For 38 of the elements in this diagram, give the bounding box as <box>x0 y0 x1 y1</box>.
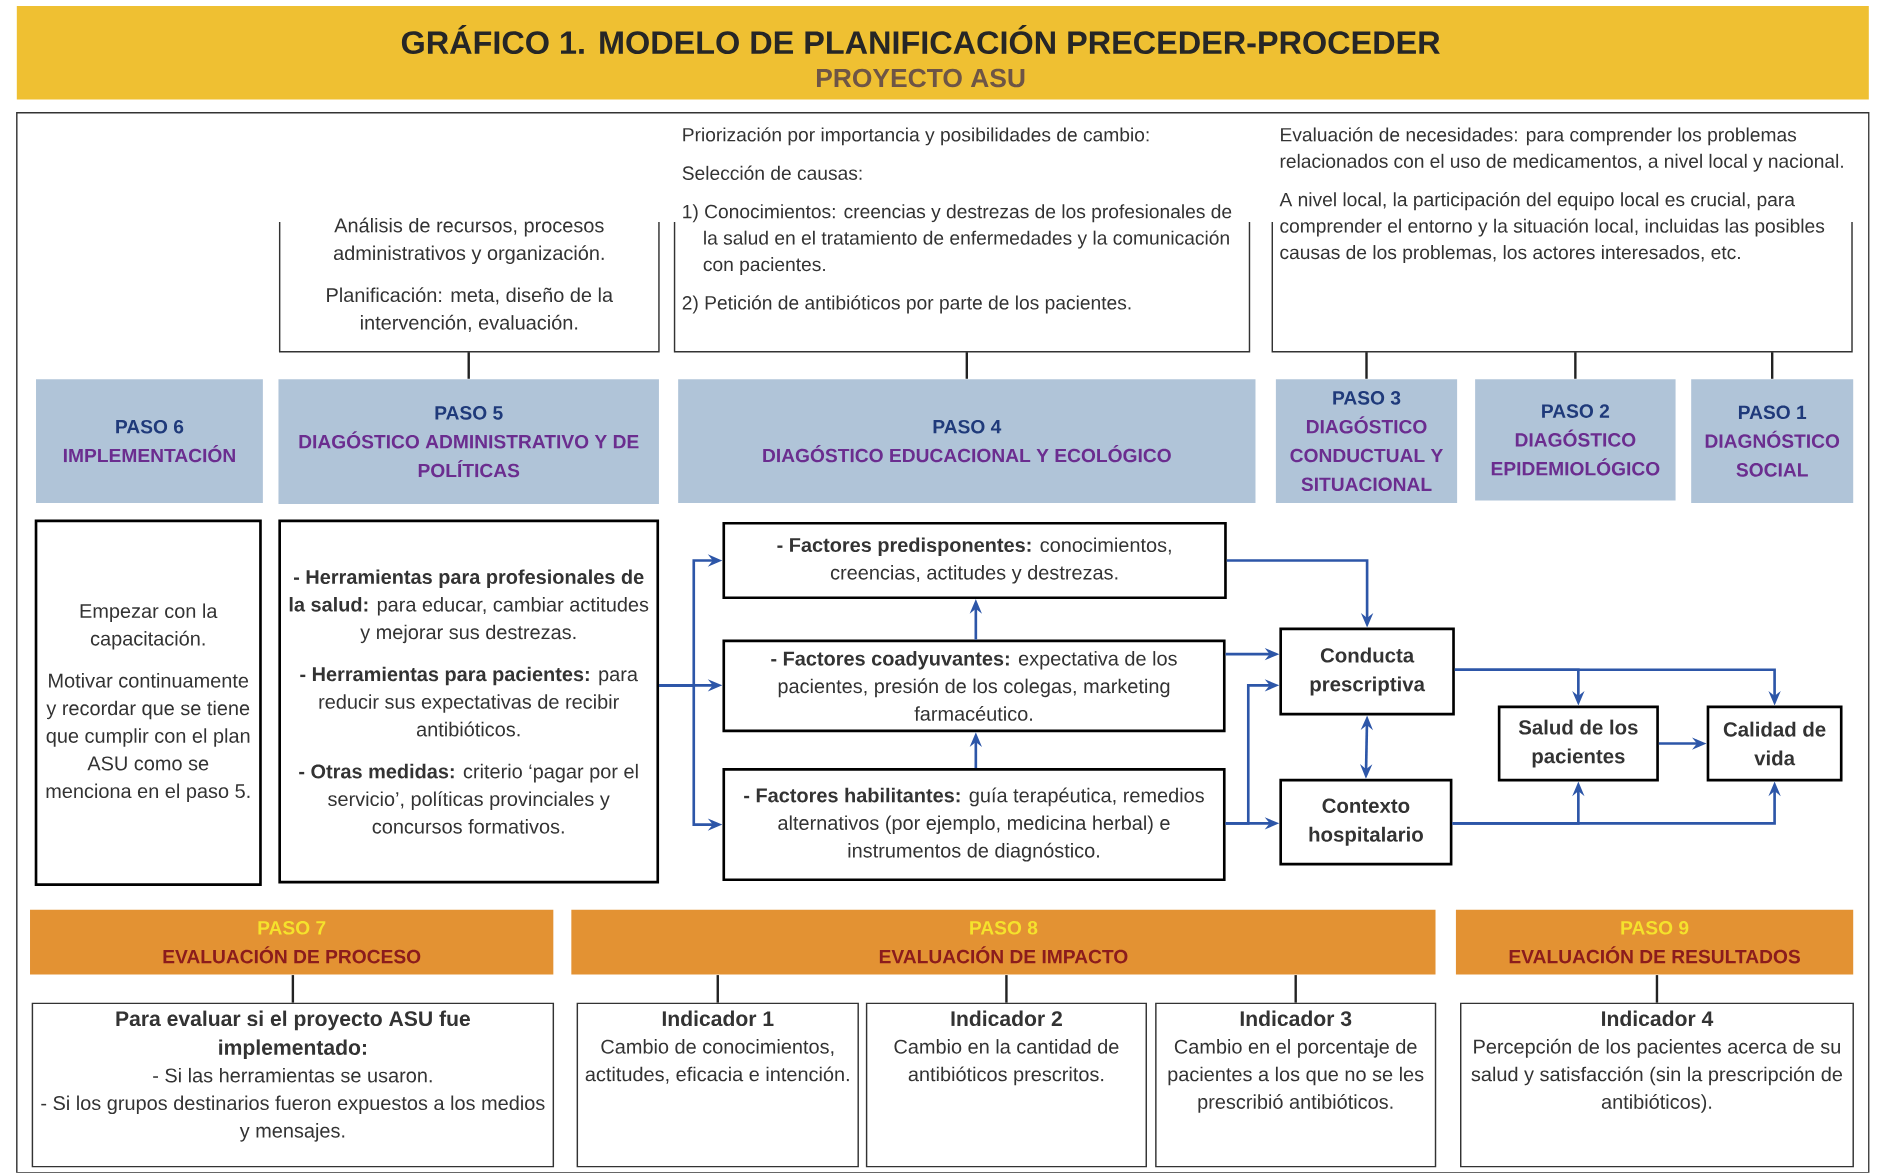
step-band: PASO 7 EVALUACIÓN DE PROCESO <box>30 909 554 975</box>
connector-line <box>1365 352 1368 379</box>
connector-line <box>1574 352 1577 379</box>
step-band: PASO 5 DIAGÓSTICO ADMINISTRATIVO Y DE POLÍTICAS <box>278 379 659 505</box>
step-band: PASO 9 EVALUACIÓN DE RESULTADOS <box>1455 909 1854 975</box>
connector-line <box>291 975 295 1003</box>
process-box: Contexto hospitalario <box>1279 779 1453 866</box>
step-band: PASO 4 DIAGÓSTICO EDUCACIONAL Y ECOLÓGICO <box>678 379 1256 504</box>
connector-line <box>1005 975 1008 1003</box>
indicator-box: Indicador 1 Cambio de conocimientos, actitudes, eficacia e intención. <box>576 1002 859 1168</box>
description-box: Análisis de recursos, procesos administrativos y organización. Planificación: meta, diseño de la intervención, evaluación. <box>278 217 660 353</box>
subtitle: PROYECTO ASU <box>817 68 1025 88</box>
connector-line <box>965 352 969 379</box>
process-box: Calidad de vida <box>1706 705 1843 782</box>
step-band: PASO 1 DIAGNÓSTICO SOCIAL <box>1691 379 1854 504</box>
step-band: PASO 6 IMPLEMENTACIÓN <box>36 379 263 504</box>
connector-line <box>716 975 719 1003</box>
text-box: - Factores predisponentes: conocimientos, creencias, actitudes y destrezas. <box>722 522 1227 600</box>
connector-line <box>467 352 470 379</box>
text-box: Empezar con la capacitación. Motivar continuamente y recordar que se tiene que cumplir con el plan ASU como se menciona en el paso 5. <box>34 519 262 887</box>
connector-line <box>1771 352 1774 379</box>
title: GRÁFICO 1. MODELO DE PLANIFICACIÓN PRECEDER-PROCEDER <box>401 25 1440 55</box>
indicator-box: Indicador 2 Cambio en la cantidad de antibióticos prescritos. <box>865 1002 1147 1168</box>
process-box: Conducta prescriptiva <box>1279 627 1455 716</box>
indicator-box: Indicador 4 Percepción de los pacientes acerca de su salud y satisfacción (sin la prescripción de antibióticos). <box>1460 1002 1854 1168</box>
text-box: - Herramientas para profesionales de la salud: para educar, cambiar actitudes y mejorar sus destrezas. - Herramientas para pacientes: para reducir sus expectativas de recibir antibióticos. - Otras medidas: criterio ‘pagar por el servicio’, políticas provinciales y concursos formativos. <box>278 519 660 884</box>
description-box: Evaluación de necesidades: para comprender los problemas relacionados con el uso de medicamentos, a nivel local y nacional. A nivel local, la participación del equipo local es crucial, para comprender el entorno y la situación local, incluidas las posibles causas de los problemas, los actores interesados, etc. <box>1271 127 1853 353</box>
step-band: PASO 2 DIAGÓSTICO EPIDEMIOLÓGICO <box>1475 379 1676 501</box>
indicator-box: Para evaluar si el proyecto ASU fue implementado: - Si las herramientas se usaron. - Si los grupos destinarios fueron expuestos a los medios y mensajes. <box>31 1002 555 1168</box>
indicator-box: Indicador 3 Cambio en el porcentaje de pacientes a los que no se les prescribió antibióticos. <box>1155 1002 1437 1168</box>
connector-line <box>1294 975 1297 1003</box>
process-box: Salud de los pacientes <box>1497 705 1659 782</box>
text-box: - Factores coadyuvantes: expectativa de los pacientes, presión de los colegas, marketing farmacéutico. <box>722 639 1226 733</box>
text-box: - Factores habilitantes: guía terapéutica, remedios alternativos (por ejemplo, medicina herbal) e instrumentos de diagnóstico. <box>722 768 1226 882</box>
step-band: PASO 3 DIAGÓSTICO CONDUCTUAL Y SITUACIONAL <box>1275 379 1458 504</box>
connector-line <box>1655 975 1659 1003</box>
description-box: Priorización por importancia y posibilidades de cambio: Selección de causas: 1) Conocimientos: creencias y destrezas de los profesionales de la salud en el tratamiento de enfermedades y la comunicación con pacientes. 2) Petición de antibióticos por parte de los pacientes. <box>673 127 1251 353</box>
step-band: PASO 8 EVALUACIÓN DE IMPACTO <box>571 909 1436 975</box>
